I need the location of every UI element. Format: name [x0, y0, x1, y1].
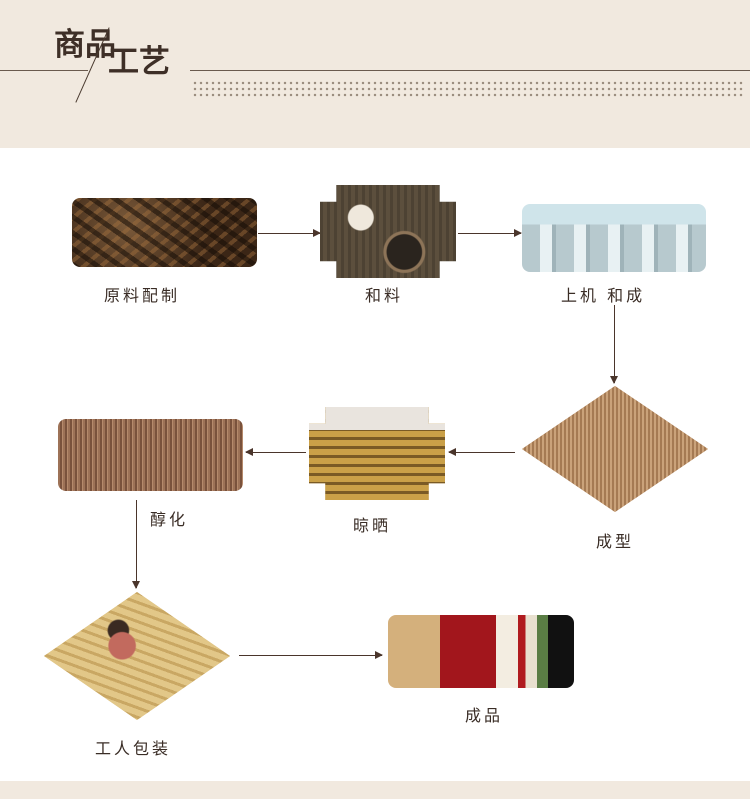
header-rule-left	[0, 70, 88, 71]
step-image-drying	[309, 407, 445, 500]
step-label-drying: 晾晒	[353, 516, 392, 535]
step-image-finished-product	[388, 615, 574, 688]
step-label-raw-materials: 原料配制	[104, 286, 181, 305]
flow-arrow-6	[132, 500, 140, 589]
flow-arrow-5	[245, 448, 306, 456]
flow-arrow-1	[258, 229, 321, 237]
step-label-mixing: 和料	[365, 286, 404, 305]
section-title-part1: 商品	[54, 27, 116, 63]
step-image-machine	[522, 204, 706, 272]
flow-arrow-7	[239, 651, 383, 659]
page-header: 商品 工艺	[0, 0, 750, 148]
step-label-machine: 上机 和成	[561, 286, 646, 305]
step-image-raw-materials	[72, 198, 257, 267]
footer-strip	[0, 781, 750, 799]
step-image-forming	[522, 386, 708, 512]
step-image-mixing	[320, 185, 456, 278]
header-dot-pattern	[192, 80, 744, 97]
step-image-aging	[58, 419, 243, 491]
step-label-finished-product: 成品	[465, 706, 504, 725]
section-title-part2: 工艺	[108, 44, 170, 80]
step-label-forming: 成型	[596, 532, 635, 551]
flow-arrow-3	[610, 305, 618, 384]
flow-arrow-2	[458, 229, 522, 237]
step-label-aging: 醇化	[150, 510, 189, 529]
step-label-packing: 工人包装	[95, 739, 172, 758]
flow-arrow-4	[448, 448, 515, 456]
header-rule-right	[190, 70, 750, 71]
step-image-packing	[44, 592, 230, 720]
